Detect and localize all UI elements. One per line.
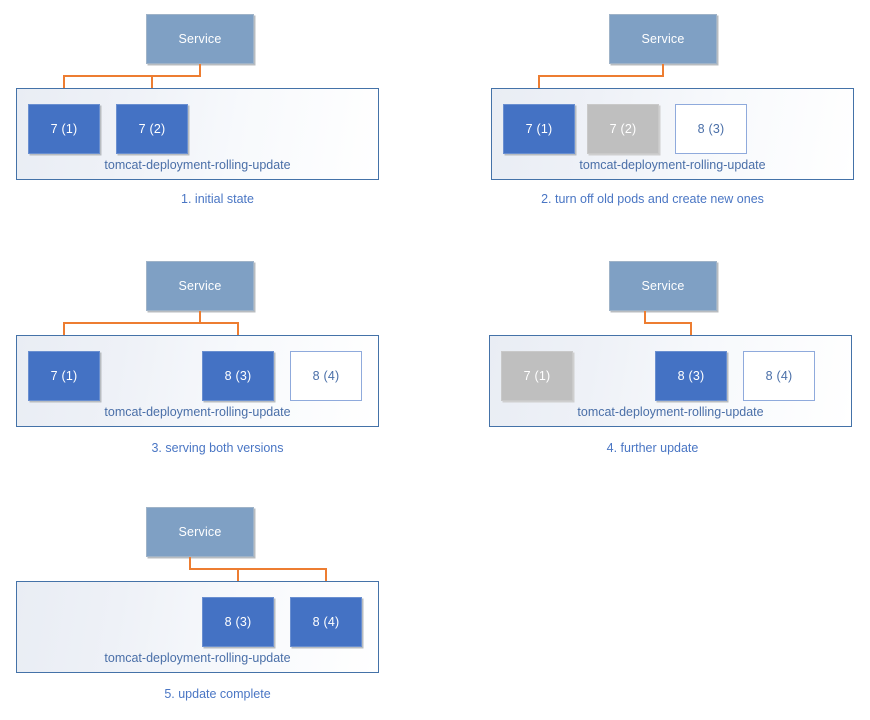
pod-box[interactable]: 8 (3)	[202, 597, 274, 647]
panel-3: Service tomcat-deployment-rolling-update…	[0, 245, 435, 475]
deployment-label: tomcat-deployment-rolling-update	[104, 405, 291, 419]
pod-box[interactable]: 7 (2)	[587, 104, 659, 154]
pod-box[interactable]: 8 (3)	[655, 351, 727, 401]
panel-caption: 5. update complete	[164, 687, 271, 701]
deployment-label: tomcat-deployment-rolling-update	[104, 158, 291, 172]
deployment-label: tomcat-deployment-rolling-update	[104, 651, 291, 665]
pod-box[interactable]: 7 (1)	[503, 104, 575, 154]
panel-caption: 3. serving both versions	[151, 441, 284, 455]
pod-box[interactable]: 8 (4)	[743, 351, 815, 401]
panel-5: Service tomcat-deployment-rolling-update…	[0, 490, 435, 720]
service-box[interactable]: Service	[146, 507, 254, 557]
pod-box[interactable]: 8 (3)	[202, 351, 274, 401]
panel-1: Service tomcat-deployment-rolling-update…	[0, 0, 435, 230]
pod-box[interactable]: 7 (1)	[28, 104, 100, 154]
pod-box[interactable]: 7 (1)	[501, 351, 573, 401]
panel-caption: 2. turn off old pods and create new ones	[541, 192, 764, 206]
panel-2: Service tomcat-deployment-rolling-update…	[435, 0, 870, 230]
pod-box[interactable]: 7 (2)	[116, 104, 188, 154]
pod-box[interactable]: 8 (3)	[675, 104, 747, 154]
service-box[interactable]: Service	[609, 261, 717, 311]
deployment-label: tomcat-deployment-rolling-update	[577, 405, 764, 419]
panel-caption: 1. initial state	[181, 192, 254, 206]
pod-box[interactable]: 8 (4)	[290, 351, 362, 401]
panel-caption: 4. further update	[606, 441, 699, 455]
pod-box[interactable]: 7 (1)	[28, 351, 100, 401]
service-box[interactable]: Service	[146, 261, 254, 311]
service-box[interactable]: Service	[609, 14, 717, 64]
deployment-label: tomcat-deployment-rolling-update	[579, 158, 766, 172]
service-box[interactable]: Service	[146, 14, 254, 64]
pod-box[interactable]: 8 (4)	[290, 597, 362, 647]
deployment-container: tomcat-deployment-rolling-update	[16, 581, 379, 673]
panel-4: Service tomcat-deployment-rolling-update…	[435, 245, 870, 475]
